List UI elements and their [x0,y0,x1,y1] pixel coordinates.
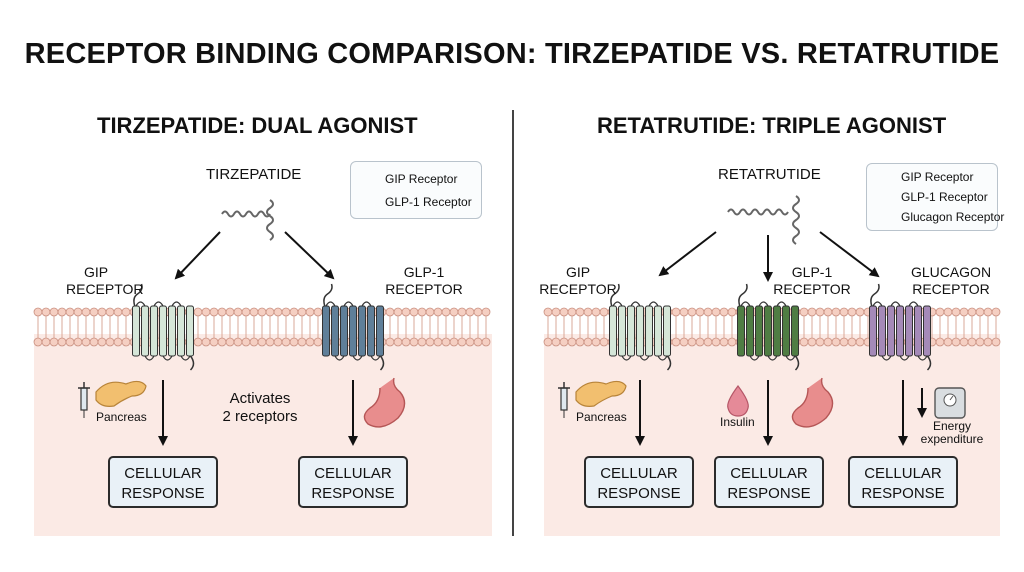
legend-gip-label: GIP Receptor [385,172,458,186]
pancreas-label-right: Pancreas [576,410,627,424]
page-title: RECEPTOR BINDING COMPARISON: TIRZEPATIDE… [24,38,1000,70]
legend-glp1-label: GLP-1 Receptor [901,190,988,204]
pancreas-icon [95,380,147,407]
pancreas-label-left: Pancreas [96,410,147,424]
retatrutide-label: RETATRUTIDE [718,166,821,183]
arrow-to-gip-right [658,231,717,277]
legend-gip-label: GIP Receptor [901,170,974,184]
glp1-receptor-left [322,283,385,371]
pancreas-icon [575,380,627,407]
insulin-label: Insulin [720,415,755,429]
retatrutide-molecule [727,195,800,245]
arrow-to-gip-left [174,231,221,280]
arrow-to-glucagon-right [819,231,880,278]
legend-glucagon-label: Glucagon Receptor [901,210,1005,224]
legend-glp1-label: GLP-1 Receptor [385,195,472,209]
glucagon-receptor-right [869,283,932,371]
gip-receptor-left [132,283,195,371]
stomach-icon [791,377,834,428]
panel-divider [512,110,514,536]
tirzepatide-molecule [221,199,274,241]
right-panel-heading: RETATRUTIDE: TRIPLE AGONIST [597,113,947,138]
glp1-receptor-right [737,283,800,371]
stomach-icon [363,377,406,428]
left-legend: GIP Receptor GLP-1 Receptor [350,161,482,219]
arrow-to-glp1-left [284,231,335,280]
scale-icon [934,387,966,419]
cytoplasm-left [34,334,492,536]
gip-receptor-right [609,283,672,371]
insulin-drop-icon [727,384,749,417]
right-legend: GIP Receptor GLP-1 Receptor Glucagon Rec… [866,163,1004,231]
cell-membrane-left [33,307,491,347]
tirzepatide-label: TIRZEPATIDE [206,166,302,183]
left-panel-heading: TIRZEPATIDE: DUAL AGONIST [97,113,418,138]
syringe-icon [558,382,570,418]
syringe-icon [78,382,90,418]
